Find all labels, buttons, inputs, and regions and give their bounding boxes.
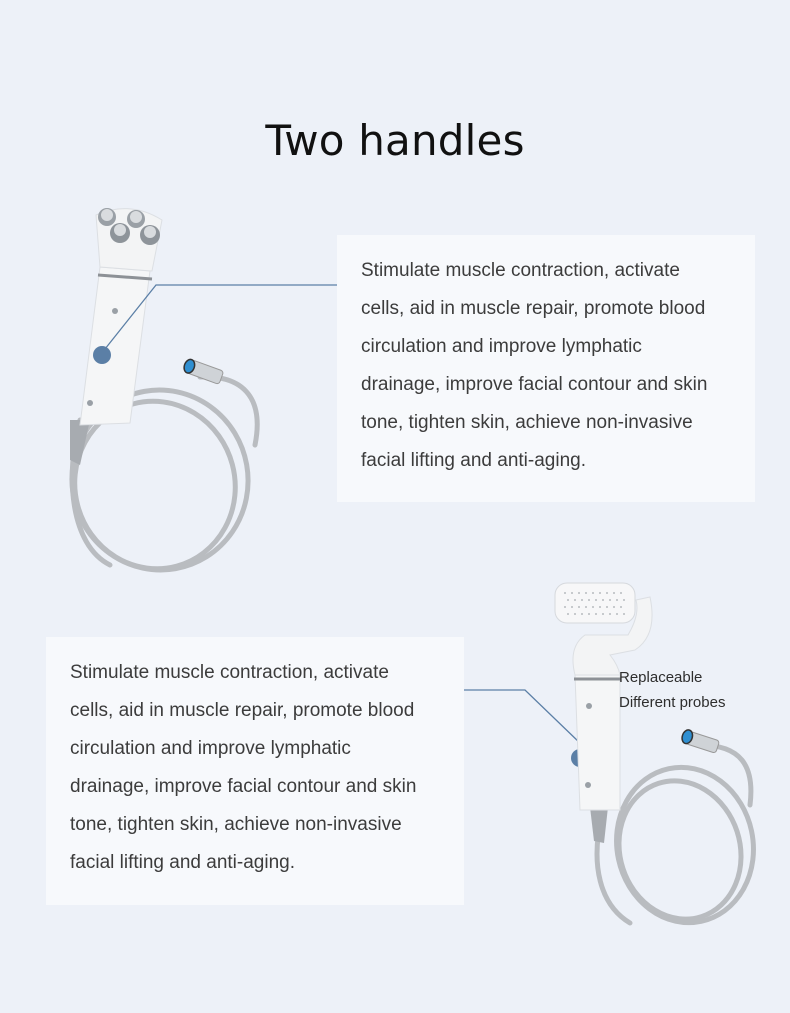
description-line: circulation and improve lymphatic (70, 738, 351, 759)
page-title: Two handles (265, 116, 525, 166)
description-line: Stimulate muscle contraction, activate (70, 662, 389, 683)
marker-dot-1 (93, 346, 111, 364)
handle-2-image (540, 575, 780, 935)
description-card-2: Stimulate muscle contraction, activate c… (46, 637, 464, 905)
description-line: tone, tighten skin, achieve non-invasive (361, 412, 693, 433)
label-line: Replaceable (619, 669, 703, 686)
four-ball-handle-illustration (69, 208, 260, 573)
handle-1-image (40, 195, 280, 585)
roller-handle-illustration (554, 582, 756, 926)
description-line: drainage, improve facial contour and ski… (361, 374, 708, 395)
description-line: circulation and improve lymphatic (361, 336, 642, 357)
description-card-1: Stimulate muscle contraction, activate c… (337, 235, 755, 502)
description-line: facial lifting and anti-aging. (70, 852, 295, 873)
description-line: facial lifting and anti-aging. (361, 450, 586, 471)
description-line: Stimulate muscle contraction, activate (361, 260, 680, 281)
description-line: cells, aid in muscle repair, promote blo… (361, 298, 706, 319)
description-line: drainage, improve facial contour and ski… (70, 776, 417, 797)
label-line: Different probes (619, 694, 726, 711)
description-line: cells, aid in muscle repair, promote blo… (70, 700, 415, 721)
description-line: tone, tighten skin, achieve non-invasive (70, 814, 402, 835)
replaceable-probes-label: Replaceable Different probes (619, 665, 725, 715)
